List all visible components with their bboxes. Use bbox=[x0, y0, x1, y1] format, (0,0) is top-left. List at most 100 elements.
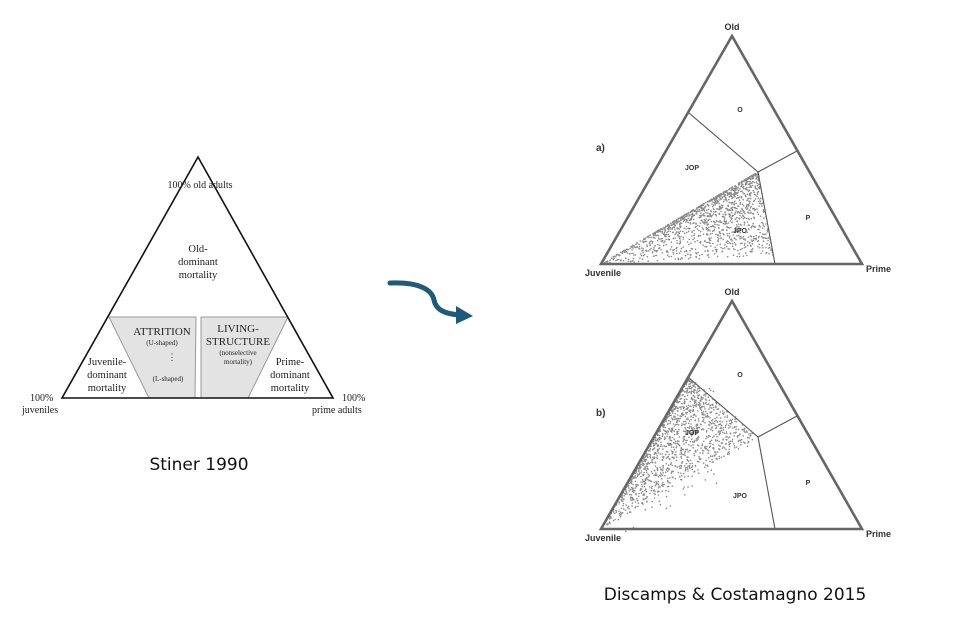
scatter-point bbox=[668, 235, 671, 238]
scatter-point bbox=[738, 434, 741, 436]
scatter-point bbox=[747, 190, 750, 193]
scatter-point bbox=[624, 257, 627, 260]
scatter-point bbox=[725, 431, 728, 433]
scatter-point bbox=[667, 422, 669, 425]
scatter-point bbox=[729, 242, 732, 245]
scatter-point bbox=[684, 450, 686, 453]
scatter-point bbox=[691, 475, 693, 478]
scatter-point bbox=[620, 499, 622, 501]
scatter-point bbox=[677, 432, 679, 435]
scatter-point bbox=[698, 457, 701, 459]
scatter-point bbox=[614, 512, 616, 515]
scatter-point bbox=[744, 187, 747, 190]
scatter-point bbox=[655, 234, 658, 237]
scatter-point bbox=[747, 440, 750, 443]
scatter-point bbox=[735, 193, 737, 195]
scatter-point bbox=[693, 214, 695, 216]
scatter-point bbox=[623, 508, 625, 510]
scatter-point bbox=[714, 204, 716, 206]
scatter-point bbox=[698, 461, 700, 463]
scatter-point bbox=[689, 382, 692, 385]
scatter-point bbox=[736, 230, 739, 233]
scatter-point bbox=[682, 413, 685, 416]
scatter-point bbox=[749, 212, 751, 214]
scatter-point bbox=[692, 218, 695, 221]
scatter-point bbox=[625, 504, 627, 506]
scatter-point bbox=[723, 218, 726, 221]
scatter-point bbox=[741, 438, 743, 441]
scatter-point bbox=[715, 199, 717, 201]
scatter-point bbox=[669, 227, 672, 229]
scatter-point bbox=[651, 458, 653, 461]
scatter-point bbox=[654, 237, 656, 239]
scatter-point bbox=[697, 410, 699, 412]
scatter-point bbox=[689, 387, 691, 390]
scatter-point bbox=[704, 464, 707, 466]
scatter-point bbox=[659, 437, 662, 440]
scatter-point bbox=[649, 456, 652, 459]
scatter-point bbox=[709, 440, 711, 443]
scatter-point bbox=[706, 449, 709, 451]
scatter-point bbox=[707, 214, 709, 217]
scatter-point bbox=[630, 252, 632, 255]
attrition-dots: ⋮ bbox=[168, 352, 177, 362]
scatter-point bbox=[665, 469, 668, 471]
scatter-point bbox=[741, 203, 744, 205]
scatter-point bbox=[739, 212, 741, 214]
scatter-point bbox=[665, 457, 668, 459]
scatter-point bbox=[757, 197, 760, 200]
scatter-point bbox=[670, 446, 673, 448]
scatter-point bbox=[655, 480, 657, 483]
scatter-point bbox=[722, 222, 725, 225]
scatter-point bbox=[649, 447, 651, 450]
scatter-point bbox=[737, 440, 740, 443]
scatter-point bbox=[685, 418, 688, 420]
scatter-point bbox=[706, 414, 709, 417]
scatter-point bbox=[683, 486, 686, 488]
scatter-point bbox=[719, 197, 722, 200]
scatter-point bbox=[681, 412, 684, 414]
scatter-point bbox=[639, 240, 641, 242]
scatter-point bbox=[712, 204, 715, 206]
scatter-point bbox=[664, 240, 666, 242]
scatter-point bbox=[692, 416, 694, 419]
scatter-point bbox=[718, 455, 720, 458]
scatter-point bbox=[631, 246, 633, 248]
scatter-point bbox=[624, 530, 627, 533]
scatter-point bbox=[643, 493, 645, 495]
scatter-point bbox=[735, 238, 737, 241]
scatter-point bbox=[715, 214, 717, 216]
scatter-point bbox=[724, 195, 726, 197]
scatter-point bbox=[649, 240, 652, 243]
scatter-point bbox=[695, 252, 698, 255]
scatter-point bbox=[685, 391, 687, 393]
scatter-point bbox=[614, 518, 616, 521]
scatter-point bbox=[730, 207, 733, 210]
scatter-point bbox=[639, 467, 641, 470]
scatter-point bbox=[699, 406, 702, 409]
scatter-point bbox=[660, 248, 662, 251]
scatter-point bbox=[688, 420, 691, 422]
scatter-point bbox=[671, 456, 673, 459]
scatter-point bbox=[658, 500, 661, 503]
scatter-point bbox=[716, 200, 718, 203]
scatter-point bbox=[635, 505, 637, 508]
scatter-point bbox=[695, 213, 698, 215]
scatter-point bbox=[734, 446, 736, 449]
scatter-point bbox=[653, 456, 656, 458]
scatter-point bbox=[748, 433, 750, 435]
scatter-point bbox=[715, 250, 718, 252]
scatter-point bbox=[757, 176, 759, 178]
scatter-point bbox=[627, 249, 630, 251]
scatter-point bbox=[753, 193, 756, 196]
scatter-point bbox=[734, 229, 736, 231]
scatter-point bbox=[638, 466, 641, 469]
scatter-point bbox=[733, 202, 735, 204]
scatter-point bbox=[718, 440, 720, 443]
scatter-point bbox=[758, 243, 761, 246]
scatter-point bbox=[696, 239, 699, 242]
scatter-point bbox=[673, 438, 675, 441]
scatter-point bbox=[704, 395, 707, 397]
scatter-point bbox=[681, 413, 683, 416]
scatter-point bbox=[650, 445, 652, 448]
